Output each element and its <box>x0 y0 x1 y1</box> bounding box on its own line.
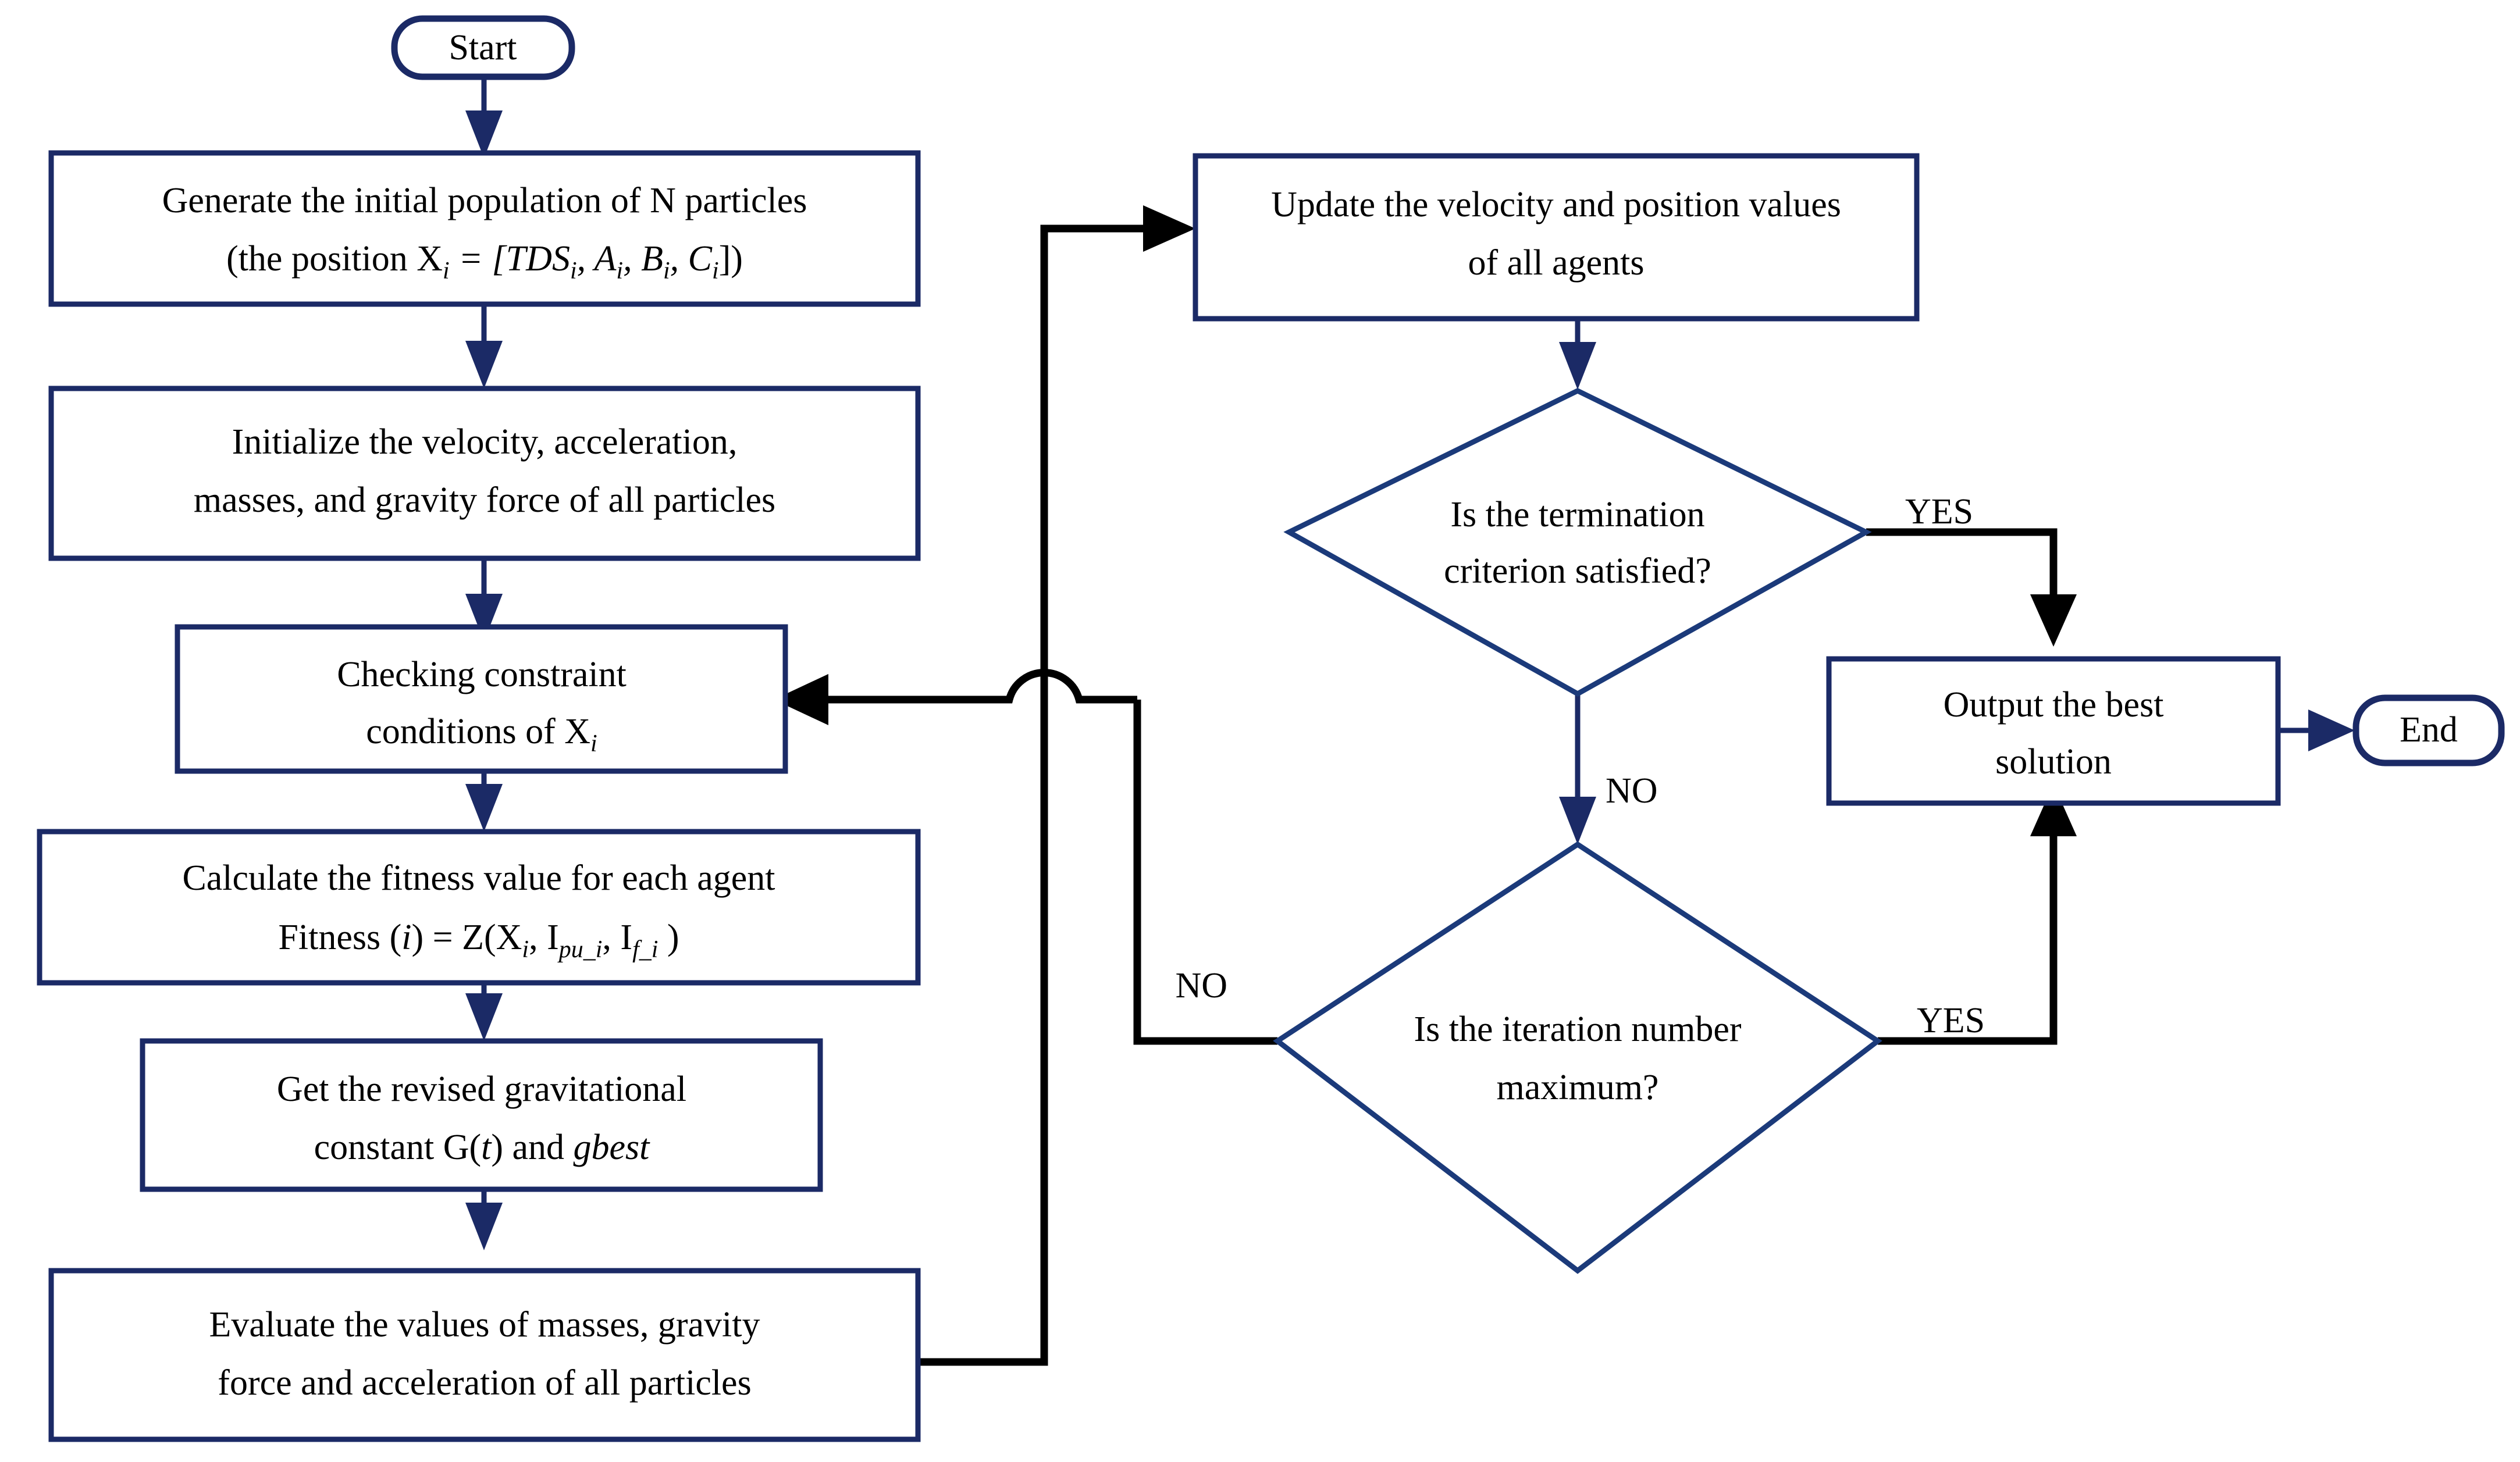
node-generate-line2: (the position Xi = [TDSi, Ai, Bi, Ci]) <box>226 239 743 284</box>
edge-start-to-generate <box>465 74 503 158</box>
node-update-line1: Update the velocity and position values <box>1271 185 1841 224</box>
node-evaluate-line2: force and acceleration of all particles <box>218 1363 751 1403</box>
edge-termination-no-to-iteration <box>1559 694 1596 844</box>
node-checking-constraint[interactable]: Checking constraint conditions of Xi <box>175 624 788 774</box>
edge-checking-to-fitness <box>465 772 503 832</box>
node-fitness[interactable]: Calculate the fitness value for each age… <box>37 829 921 986</box>
node-generate-population[interactable]: Generate the initial population of N par… <box>48 150 921 307</box>
edge-iteration-yes-to-output <box>1878 784 2077 1045</box>
node-gravitational-constant[interactable]: Get the revised gravitational constant G… <box>140 1038 823 1192</box>
edge-fitness-to-gravconst <box>465 983 503 1041</box>
node-initialize-line1: Initialize the velocity, acceleration, <box>232 422 738 462</box>
edge-output-to-end <box>2278 709 2355 751</box>
node-termination-line2: criterion satisfied? <box>1444 551 1711 591</box>
node-iteration-line2: maximum? <box>1497 1068 1659 1107</box>
node-evaluate-masses[interactable]: Evaluate the values of masses, gravity f… <box>48 1268 921 1442</box>
node-checking-line1: Checking constraint <box>337 655 627 694</box>
edge-termination-yes-to-output <box>1866 528 2077 647</box>
node-iteration-line1: Is the iteration number <box>1414 1010 1742 1049</box>
edge-evaluate-to-update <box>919 205 1195 1366</box>
node-generate-line1: Generate the initial population of N par… <box>162 181 807 220</box>
node-termination-decision[interactable]: Is the termination criterion satisfied? <box>1283 387 1872 697</box>
node-output-line1: Output the best <box>1944 685 2164 725</box>
node-update-line2: of all agents <box>1468 243 1644 283</box>
node-end[interactable]: End <box>2352 694 2505 766</box>
node-fitness-line1: Calculate the fitness value for each age… <box>182 858 775 898</box>
node-output-line2: solution <box>1995 742 2112 782</box>
node-evaluate-line1: Evaluate the values of masses, gravity <box>209 1305 760 1345</box>
node-fitness-line2: Fitness (i) = Z(Xi, Ipu_i, If_i ) <box>278 918 679 963</box>
edge-label-termination-no: NO <box>1606 771 1658 811</box>
edge-label-iteration-yes: YES <box>1917 1001 1985 1040</box>
node-initialize-line2: masses, and gravity force of all particl… <box>194 480 775 520</box>
edge-gravconst-to-evaluate <box>465 1189 503 1250</box>
edge-generate-to-initialize <box>465 304 503 388</box>
edge-update-to-termination <box>1559 319 1596 390</box>
node-gravconst-line1: Get the revised gravitational <box>277 1069 686 1109</box>
edge-iteration-no-to-checking <box>774 669 1277 1045</box>
edge-label-termination-yes: YES <box>1905 492 1973 532</box>
edge-label-iteration-no: NO <box>1175 966 1227 1005</box>
edge-initialize-to-checking <box>465 558 503 641</box>
node-checking-line2: conditions of Xi <box>366 712 597 757</box>
node-gravconst-line2: constant G(t) and gbest <box>314 1128 651 1167</box>
node-end-label: End <box>2400 710 2458 750</box>
node-start[interactable]: Start <box>391 15 575 80</box>
node-iteration-decision[interactable]: Is the iteration number maximum? <box>1273 841 1882 1274</box>
node-output-solution[interactable]: Output the best solution <box>1826 656 2281 806</box>
node-initialize[interactable]: Initialize the velocity, acceleration, m… <box>48 386 921 561</box>
node-update-velocity[interactable]: Update the velocity and position values … <box>1193 153 1920 322</box>
node-termination-line1: Is the termination <box>1450 495 1704 534</box>
node-start-label: Start <box>449 28 517 67</box>
